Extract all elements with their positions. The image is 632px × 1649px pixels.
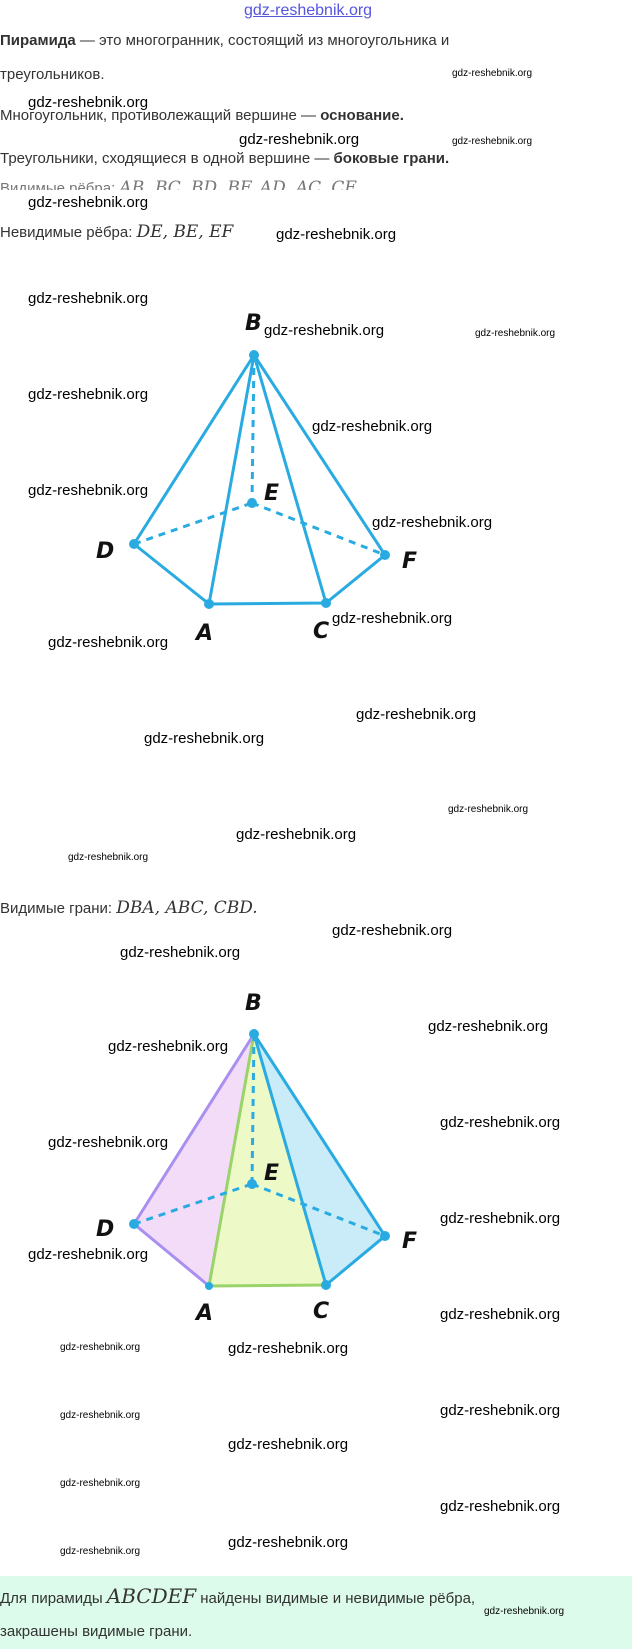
base-visible-edges: [133, 542, 386, 606]
vertex-label: C: [313, 619, 329, 640]
edge-bd: [132, 354, 256, 545]
watermark: gdz-reshebnik.org: [28, 386, 149, 403]
watermark: gdz-reshebnik.org: [28, 290, 149, 307]
watermark: gdz-reshebnik.org: [60, 1546, 141, 1557]
watermark: gdz-reshebnik.org: [48, 1134, 169, 1151]
invisible-edges-line: Невидимые рёбра: DE, BE, EF: [0, 222, 233, 242]
watermark: gdz-reshebnik.org: [48, 634, 169, 651]
text: — это многогранник, состоящий из многоуг…: [75, 32, 450, 49]
watermark: gdz-reshebnik.org: [312, 418, 433, 435]
math: ABCDEF: [106, 1584, 197, 1608]
term-lateral-faces: боковые грани.: [333, 150, 450, 167]
math: DBA, ABC, CBD.: [116, 898, 258, 918]
math: AB, BC, BD, BF, AD, AC, CF.: [119, 178, 359, 190]
watermark: gdz-reshebnik.org: [448, 804, 529, 815]
watermark: gdz-reshebnik.org: [28, 94, 149, 111]
face-abc: [209, 1034, 326, 1286]
watermark: gdz-reshebnik.org: [440, 1402, 561, 1419]
watermark: gdz-reshebnik.org: [60, 1410, 141, 1421]
edge-ef: [251, 501, 386, 557]
text: Треугольники, сходящиеся в одной вершине…: [0, 150, 334, 167]
watermark: gdz-reshebnik.org: [108, 1038, 229, 1055]
vertex-label: D: [96, 1217, 114, 1242]
vertex-label: E: [264, 1161, 279, 1186]
pyramid-diagram-1: B E D F A C: [96, 311, 417, 640]
watermark: gdz-reshebnik.org: [332, 922, 453, 939]
watermark: gdz-reshebnik.org: [452, 68, 533, 79]
vertex-label: B: [245, 991, 262, 1016]
watermark: gdz-reshebnik.org: [236, 826, 357, 843]
text: Для пирамиды: [0, 1590, 107, 1607]
vertex-label: A: [194, 621, 213, 640]
vertex-label: D: [96, 539, 114, 564]
watermark: gdz-reshebnik.org: [228, 1340, 349, 1357]
edge-de: [133, 501, 253, 546]
summary-box: Для пирамиды ABCDEF найдены видимые и не…: [0, 1576, 632, 1649]
math: DE, BE, EF: [136, 222, 234, 242]
watermark: gdz-reshebnik.org: [68, 852, 149, 863]
watermark: gdz-reshebnik.org: [356, 706, 477, 723]
watermark: gdz-reshebnik.org: [239, 131, 360, 148]
base-definition: Многоугольник, противолежащий вершине — …: [0, 107, 404, 124]
vertex-label: B: [245, 311, 262, 336]
summary-line-1: Для пирамиды ABCDEF найдены видимые и не…: [0, 1584, 475, 1608]
watermark: gdz-reshebnik.org: [228, 1436, 349, 1453]
definition-line-2: треугольников.: [0, 66, 105, 83]
watermark: gdz-reshebnik.org: [28, 194, 149, 211]
edge-bf: [252, 354, 387, 556]
definition-line-1: Пирамида — это многогранник, состоящий и…: [0, 32, 449, 49]
label: Видимые рёбра:: [0, 180, 120, 190]
text: Многоугольник, противолежащий вершине —: [0, 107, 321, 124]
watermark: gdz-reshebnik.org: [475, 328, 556, 339]
watermark: gdz-reshebnik.org: [440, 1210, 561, 1227]
watermark: gdz-reshebnik.org: [264, 322, 385, 339]
watermark: gdz-reshebnik.org: [440, 1498, 561, 1515]
label: Видимые грани:: [0, 900, 117, 917]
watermark: gdz-reshebnik.org: [228, 1534, 349, 1551]
vertex-label: E: [264, 481, 279, 506]
watermark: gdz-reshebnik.org: [332, 610, 453, 627]
term-base: основание.: [320, 107, 404, 124]
vertex-label: C: [313, 1299, 329, 1320]
face-dba: [134, 1034, 254, 1286]
watermark: gdz-reshebnik.org: [28, 1246, 149, 1263]
watermark: gdz-reshebnik.org: [120, 944, 241, 961]
watermark: gdz-reshebnik.org: [60, 1478, 141, 1489]
visible-faces-line: Видимые грани: DBA, ABC, CBD.: [0, 898, 258, 918]
text: найдены видимые и невидимые рёбра,: [196, 1590, 476, 1607]
watermark: gdz-reshebnik.org: [484, 1606, 565, 1617]
pyramid-diagram-2: B E D F A C: [96, 991, 417, 1320]
term-pyramid: Пирамида: [0, 32, 76, 49]
vertex-label: A: [194, 1301, 213, 1320]
label: Невидимые рёбра:: [0, 224, 137, 241]
visible-edges-line: Видимые рёбра: AB, BC, BD, BF, AD, AC, C…: [0, 178, 359, 190]
watermark: gdz-reshebnik.org: [440, 1306, 561, 1323]
summary-line-2: закрашены видимые грани.: [0, 1623, 193, 1640]
watermark: gdz-reshebnik.org: [60, 1342, 141, 1353]
vertex-label: F: [402, 1229, 417, 1254]
edge-be: [250, 354, 256, 504]
watermark: gdz-reshebnik.org: [144, 730, 265, 747]
vertex-label: F: [402, 549, 417, 574]
watermark: gdz-reshebnik.org: [428, 1018, 549, 1035]
edge-ba: [207, 354, 256, 605]
edge-bc: [252, 354, 328, 604]
faces-definition: Треугольники, сходящиеся в одной вершине…: [0, 150, 449, 167]
watermark: gdz-reshebnik.org: [372, 514, 493, 531]
watermark: gdz-reshebnik.org: [28, 482, 149, 499]
watermark: gdz-reshebnik.org: [276, 226, 397, 243]
site-link[interactable]: gdz-reshebnik.org: [244, 2, 373, 19]
watermark: gdz-reshebnik.org: [440, 1114, 561, 1131]
watermark: gdz-reshebnik.org: [452, 136, 533, 147]
